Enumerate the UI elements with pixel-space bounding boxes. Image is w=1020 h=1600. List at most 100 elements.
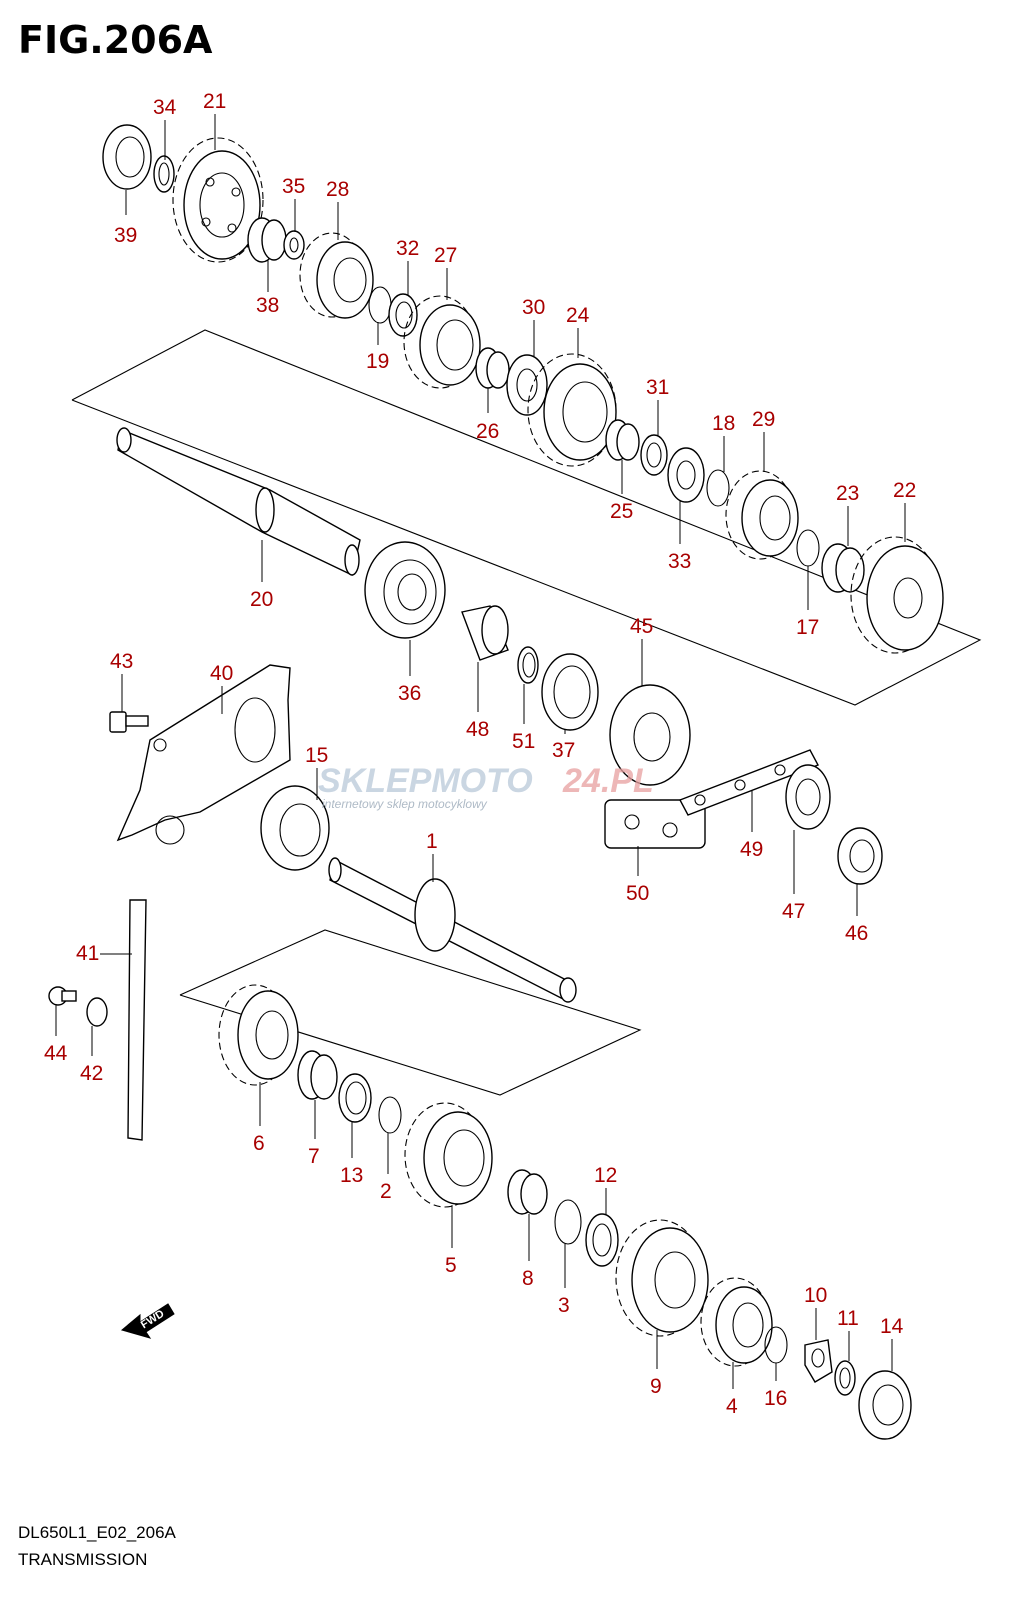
callout-28[interactable]: 28 (326, 178, 349, 201)
washer-35[interactable] (283, 230, 305, 260)
callout-13[interactable]: 13 (340, 1164, 363, 1187)
callout-38[interactable]: 38 (256, 294, 279, 317)
callout-11[interactable]: 11 (837, 1307, 859, 1330)
callout-2[interactable]: 2 (380, 1180, 392, 1203)
bearing-15[interactable] (260, 785, 330, 871)
callout-20[interactable]: 20 (250, 588, 273, 611)
callout-34[interactable]: 34 (153, 96, 177, 119)
callout-19[interactable]: 19 (366, 350, 389, 373)
callout-4[interactable]: 4 (726, 1395, 738, 1418)
washer-11[interactable] (834, 1360, 856, 1396)
callout-23[interactable]: 23 (836, 482, 859, 505)
gear-24[interactable] (527, 353, 617, 467)
callout-44[interactable]: 44 (44, 1042, 68, 1065)
callout-25[interactable]: 25 (610, 500, 633, 523)
callout-3[interactable]: 3 (558, 1294, 570, 1317)
drive-chain-49[interactable] (679, 749, 819, 816)
bolt-43[interactable] (109, 711, 149, 733)
callout-47[interactable]: 47 (782, 900, 805, 923)
gear-27[interactable] (403, 295, 481, 389)
callout-33[interactable]: 33 (668, 550, 691, 573)
driveshaft-20[interactable] (116, 427, 361, 577)
callout-16[interactable]: 16 (764, 1387, 787, 1410)
oil-pipe-41[interactable] (127, 899, 147, 1141)
callout-50[interactable]: 50 (626, 882, 649, 905)
callout-27[interactable]: 27 (434, 244, 457, 267)
callout-30[interactable]: 30 (522, 296, 545, 319)
callout-45[interactable]: 45 (630, 615, 653, 638)
callout-7[interactable]: 7 (308, 1145, 320, 1168)
callout-29[interactable]: 29 (752, 408, 775, 431)
callout-32[interactable]: 32 (396, 237, 419, 260)
circlip-18[interactable] (706, 469, 730, 507)
callout-41[interactable]: 41 (76, 942, 99, 965)
gear-5[interactable] (404, 1102, 493, 1208)
callout-46[interactable]: 46 (845, 922, 868, 945)
bushing-8[interactable] (507, 1169, 548, 1215)
callout-39[interactable]: 39 (114, 224, 137, 247)
circlip-17[interactable] (796, 529, 820, 567)
gear-21[interactable] (172, 137, 264, 263)
washer-13[interactable] (338, 1073, 372, 1123)
retainer-plate-40[interactable] (116, 664, 291, 845)
callout-36[interactable]: 36 (398, 682, 421, 705)
callout-43[interactable]: 43 (110, 650, 133, 673)
callout-17[interactable]: 17 (796, 616, 819, 639)
gear-29[interactable] (725, 470, 799, 560)
lock-washer-33[interactable] (667, 447, 705, 503)
washer-10[interactable] (804, 1339, 833, 1383)
callout-35[interactable]: 35 (282, 175, 305, 198)
callout-24[interactable]: 24 (566, 304, 590, 327)
callout-49[interactable]: 49 (740, 838, 763, 861)
callout-26[interactable]: 26 (476, 420, 499, 443)
callout-31[interactable]: 31 (646, 376, 669, 399)
bearing-46[interactable] (837, 827, 883, 885)
callout-40[interactable]: 40 (210, 662, 233, 685)
circlip-2[interactable] (378, 1096, 402, 1134)
washer-31[interactable] (640, 434, 668, 476)
gear-28[interactable] (299, 232, 374, 319)
callout-9[interactable]: 9 (650, 1375, 662, 1398)
washer-47[interactable] (785, 764, 831, 830)
callout-37[interactable]: 37 (552, 739, 575, 762)
callout-42[interactable]: 42 (80, 1062, 103, 1085)
callout-12[interactable]: 12 (594, 1164, 617, 1187)
gear-4[interactable] (700, 1277, 773, 1367)
bushing-26[interactable] (475, 347, 510, 389)
bushing-25[interactable] (605, 419, 640, 461)
oil-seal-37[interactable] (541, 653, 599, 731)
clamp-42[interactable] (86, 997, 108, 1027)
callout-48[interactable]: 48 (466, 718, 489, 741)
gear-22[interactable] (850, 536, 944, 654)
washer-34[interactable] (153, 155, 175, 193)
callout-10[interactable]: 10 (804, 1284, 827, 1307)
callout-21[interactable]: 21 (203, 90, 226, 113)
bushing-7[interactable] (297, 1050, 338, 1100)
countershaft-1[interactable] (328, 857, 577, 1003)
bushing-23[interactable] (821, 543, 865, 593)
spacer-48[interactable] (461, 605, 509, 661)
callout-18[interactable]: 18 (712, 412, 735, 435)
callout-8[interactable]: 8 (522, 1267, 534, 1290)
sprocket-45[interactable] (609, 684, 691, 786)
chain-joint-50[interactable] (604, 799, 706, 849)
gear-6[interactable] (218, 984, 299, 1086)
gear-9[interactable] (615, 1219, 709, 1337)
bearing-14[interactable] (858, 1370, 912, 1440)
callout-1[interactable]: 1 (426, 830, 438, 853)
callout-15[interactable]: 15 (305, 744, 328, 767)
lock-washer-30[interactable] (506, 354, 548, 416)
callout-6[interactable]: 6 (253, 1132, 265, 1155)
washer-32[interactable] (388, 293, 418, 337)
callout-51[interactable]: 51 (512, 730, 535, 753)
bushing-38[interactable] (247, 217, 287, 263)
circlip-19[interactable] (368, 286, 392, 324)
circlip-3[interactable] (554, 1199, 582, 1245)
lock-washer-12[interactable] (585, 1213, 619, 1267)
bolt-44[interactable] (48, 986, 77, 1006)
callout-5[interactable]: 5 (445, 1254, 457, 1277)
callout-22[interactable]: 22 (893, 479, 916, 502)
callout-14[interactable]: 14 (880, 1315, 904, 1338)
bearing-39[interactable] (102, 124, 152, 190)
bearing-36[interactable] (364, 541, 446, 639)
